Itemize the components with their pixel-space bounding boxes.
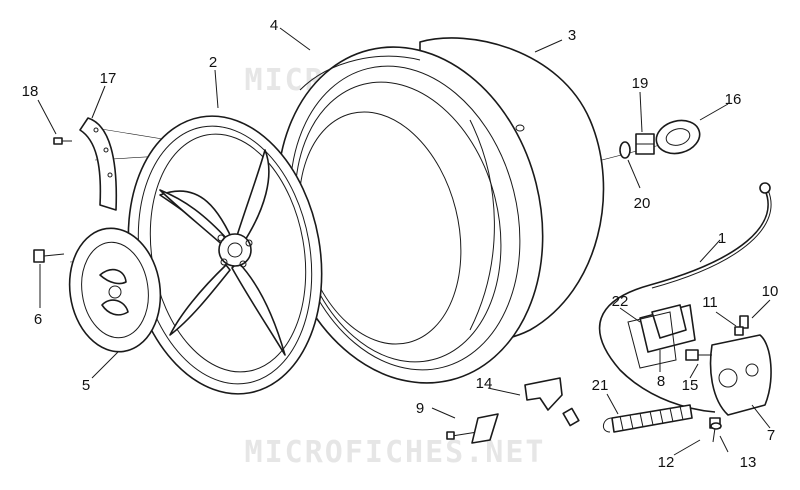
wheel-rim: [127, 115, 323, 395]
axle-nut: [635, 133, 655, 155]
callout-9: 9: [416, 400, 424, 417]
brake-caliper: [709, 334, 772, 416]
brake-disc: [68, 227, 162, 353]
callout-14: 14: [476, 375, 493, 392]
callout-19: 19: [632, 75, 649, 92]
callout-4: 4: [270, 17, 278, 34]
callout-1: 1: [718, 230, 726, 247]
brake-hose: [598, 182, 772, 413]
hose-bracket: [524, 377, 580, 427]
wheel-guard: [79, 117, 118, 211]
hub-cap: [655, 119, 701, 155]
callout-17: 17: [100, 70, 117, 87]
callout-16: 16: [725, 91, 742, 108]
callout-3: 3: [568, 27, 576, 44]
bleed-nipple: [734, 315, 749, 336]
callout-21: 21: [592, 377, 609, 394]
callout-15: 15: [682, 377, 699, 394]
pin-and-clip: [446, 413, 499, 444]
callout-12: 12: [658, 454, 675, 471]
callout-7: 7: [767, 427, 775, 444]
callout-10: 10: [762, 283, 779, 300]
callout-13: 13: [740, 454, 757, 471]
banjo-bolt: [709, 417, 722, 443]
washer: [619, 141, 631, 159]
screw-18: [53, 137, 72, 145]
watermark-bottom: MICROFICHES.NET: [245, 435, 546, 470]
callout-labels: 1 2 3 4 5 6 7 8 9 10 11 12 13 14 15 16 1…: [22, 17, 779, 471]
callout-11: 11: [702, 294, 718, 311]
leader-lines: [37, 27, 771, 456]
callout-18: 18: [22, 83, 39, 100]
callout-5: 5: [82, 377, 90, 394]
callout-2: 2: [209, 54, 217, 71]
callout-22: 22: [612, 293, 629, 310]
disc-bolt: [33, 249, 65, 263]
callout-6: 6: [34, 311, 42, 328]
callout-8: 8: [657, 373, 665, 390]
callout-20: 20: [634, 195, 651, 212]
brake-pads: [627, 304, 696, 369]
caliper-bolt: [685, 349, 712, 361]
spring: [603, 404, 693, 433]
